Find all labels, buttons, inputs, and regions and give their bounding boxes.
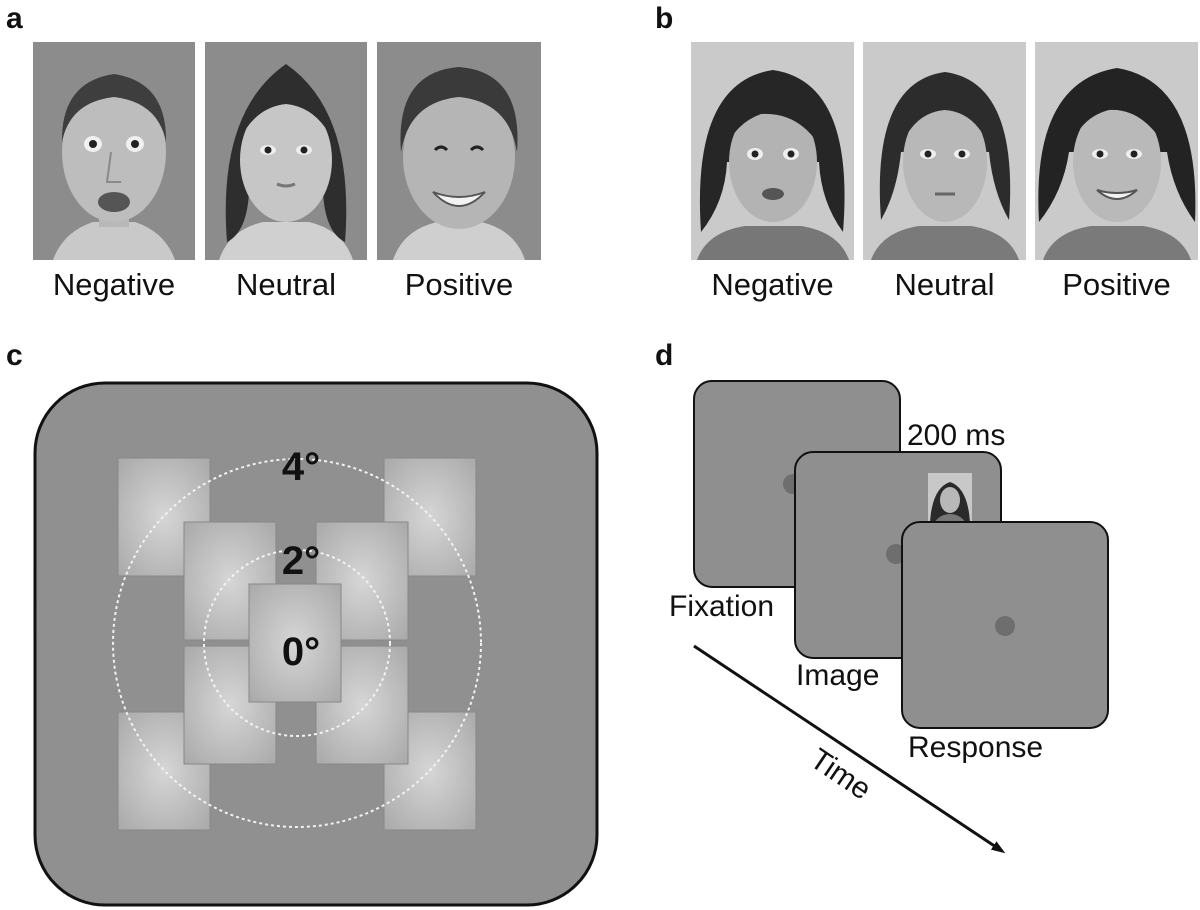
eccentricity-circle-2deg	[203, 549, 391, 737]
panel-c-letter: c	[6, 339, 23, 372]
stimulus-tile-0deg-center	[248, 583, 342, 703]
panel-b-positive-face-photo	[1035, 42, 1198, 260]
time-arrow	[693, 644, 1006, 854]
panel-c-stimulus-layout: 4° 2° 0°	[33, 381, 599, 907]
fixation-screen	[693, 380, 901, 588]
panel-a-letter: a	[6, 2, 23, 35]
eccentricity-label-4deg: 4°	[282, 445, 320, 489]
panel-a-caption-negative: Negative	[52, 267, 176, 302]
eccentricity-label-0deg: 0°	[282, 630, 320, 674]
response-screen	[901, 521, 1109, 729]
time-axis-label: Time	[804, 742, 877, 806]
response-fixation-dot	[995, 616, 1015, 636]
panel-b-caption-neutral: Neutral	[894, 267, 995, 302]
image-screen-face-thumbnail	[928, 473, 972, 523]
screen-label-image: Image	[796, 659, 879, 692]
eccentricity-circle-4deg	[112, 458, 482, 828]
panel-b-negative-face-photo	[691, 42, 854, 260]
panel-a-neutral-face-photo	[205, 42, 367, 260]
image-screen	[794, 451, 1002, 659]
panel-a-positive-face-photo	[377, 42, 541, 260]
panel-d-letter: d	[655, 339, 674, 372]
panel-b-neutral-face-photo	[863, 42, 1026, 260]
panel-b-caption-positive: Positive	[1062, 267, 1171, 302]
duration-label: 200 ms	[907, 419, 1005, 452]
panel-b-caption-negative: Negative	[711, 267, 834, 302]
image-screen-fixation-dot	[886, 544, 906, 564]
panel-a-negative-face-photo	[33, 42, 195, 260]
fixation-dot	[783, 474, 803, 494]
screen-label-fixation: Fixation	[669, 590, 774, 623]
panel-b-letter: b	[655, 2, 674, 35]
screen-label-response: Response	[908, 731, 1043, 764]
panel-a-caption-neutral: Neutral	[236, 267, 336, 302]
panel-a-caption-positive: Positive	[404, 267, 514, 302]
eccentricity-label-2deg: 2°	[282, 539, 320, 583]
